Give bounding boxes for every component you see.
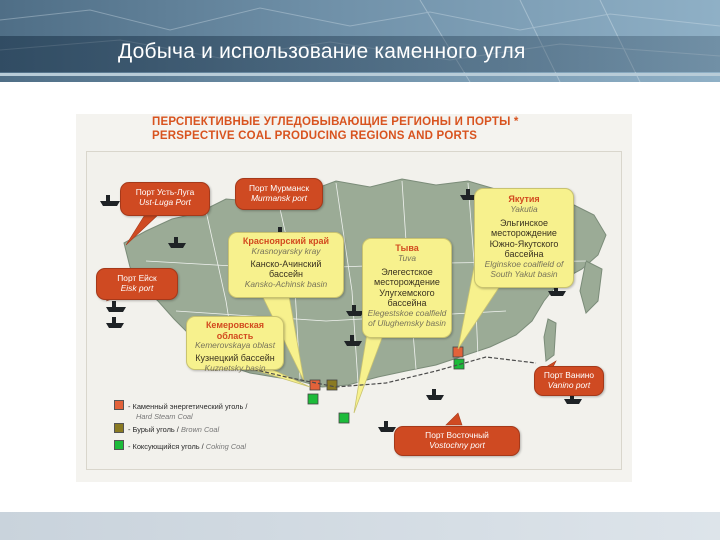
vanino-en: Vanino port [547, 379, 591, 390]
ust-luga-ru: Порт Усть-Луга [135, 187, 195, 197]
legend-brown-coal-ru-text: - Бурый уголь / [128, 425, 179, 434]
figure-title-ru: ПЕРСПЕКТИВНЫЕ УГЛЕДОБЫВАЮЩИЕ РЕГИОНЫ И П… [152, 116, 519, 128]
hard-coal-site-kemerovo [309, 379, 321, 391]
kemerovo-en: Kemerovskaya oblast [194, 340, 276, 351]
figure-title-en: PERSPECTIVE COAL PRODUCING REGIONS AND P… [152, 130, 478, 142]
brown-coal-site-kansk [326, 379, 338, 391]
callout-vanino-port: Порт Ванино Vanino port [534, 366, 604, 396]
tuva-en: Tuva [398, 252, 416, 263]
header-rule [0, 73, 720, 76]
legend-brown-coal-en: Brown Coal [180, 425, 220, 434]
kuzbass-ru: Кузнецкий бассейн [195, 353, 275, 364]
elga-field-ru: Эльгинское месторождение Южно-Якутского … [489, 217, 559, 260]
legend-coking-coal-en: Coking Coal [205, 442, 247, 451]
legend-swatch-coking-coal [114, 440, 124, 450]
eisk-ru: Порт Ейск [117, 273, 157, 283]
sakhalin-land [543, 318, 557, 362]
ust-luga-en: Ust-Luga Port [139, 196, 191, 207]
vostochny-en: Vostochny port [429, 439, 485, 450]
legend-brown-coal-ru: - Бурый уголь / Brown Coal [128, 425, 219, 434]
murmansk-en: Murmansk port [251, 192, 307, 203]
legend-hard-coal-ru: - Каменный энергетический уголь / [128, 402, 248, 411]
elegest-field-en: Elegestskoe coalfield of Ulughemsky basi… [367, 307, 447, 328]
murmansk-ru: Порт Мурманск [248, 183, 310, 193]
kemerovo-ru: Кемеровская область [205, 320, 265, 341]
elegest-field-ru: Элегестское месторождение Улугхемского б… [374, 266, 440, 309]
yakutia-ru: Якутия [508, 194, 540, 204]
legend-hard-coal-en: Hard Steam Coal [136, 412, 193, 421]
elga-field-en: Elginskoe coalfield of South Yakut basin [484, 258, 564, 279]
vostochny-ru: Порт Восточный [425, 430, 489, 440]
coking-coal-site-tuva [338, 412, 350, 424]
coking-coal-site-kuzbass [307, 393, 319, 405]
header-banner: Добыча и использование каменного угля [0, 0, 720, 82]
tuva-ru: Тыва [395, 243, 419, 253]
legend-swatch-brown-coal [114, 423, 124, 433]
callout-ust-luga-port: Порт Усть-Луга Ust-Luga Port [120, 182, 210, 216]
rail-line [235, 356, 537, 388]
kansk-basin-ru: Канско-Ачинский бассейн [250, 258, 322, 280]
callout-yakutia: Якутия Yakutia Эльгинское месторождение … [474, 188, 574, 288]
page-title: Добыча и использование каменного угля [118, 40, 526, 63]
legend-coking-coal-ru: - Коксующийся уголь / Coking Coal [128, 442, 246, 451]
legend-swatch-hard-coal [114, 400, 124, 410]
title-band [0, 36, 720, 72]
kuzbass-en: Kuznetsky basin [204, 362, 266, 373]
footer-bar [0, 512, 720, 540]
legend-coking-coal-ru-text: - Коксующийся уголь / [128, 442, 204, 451]
kamchatka-land [579, 260, 603, 314]
krasnoyarsk-en: Krasnoyarsky kray [251, 245, 321, 256]
yakutia-en: Yakutia [510, 203, 538, 214]
callout-tuva: Тыва Tuva Элегестское месторождение Улуг… [362, 238, 452, 338]
callout-vostochny-port: Порт Восточный Vostochny port [394, 426, 520, 456]
callout-krasnoyarsk: Красноярский край Krasnoyarsky kray Канс… [228, 232, 344, 298]
kansk-basin-en: Kansko-Achinsk basin [244, 278, 328, 289]
callout-murmansk-port: Порт Мурманск Murmansk port [235, 178, 323, 210]
vanino-ru: Порт Ванино [543, 370, 595, 380]
krasnoyarsk-ru: Красноярский край [242, 236, 330, 246]
callout-eisk-port: Порт Ейск Eisk port [96, 268, 178, 300]
callout-kemerovo: Кемеровская область Kemerovskaya oblast … [186, 316, 284, 373]
eisk-en: Eisk port [120, 282, 154, 293]
